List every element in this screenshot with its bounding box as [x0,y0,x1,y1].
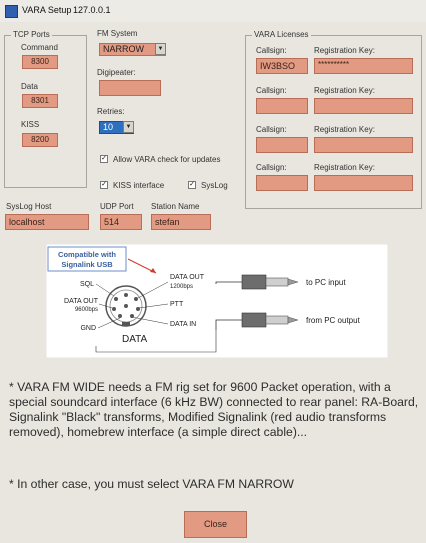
tcp-ports-group: TCP Ports [4,30,87,188]
kiss-interface-checkbox[interactable]: ✓ [100,181,108,189]
ptt-label: PTT [170,301,184,308]
retries-select[interactable]: 10 ▼ [99,121,134,134]
retries-value: 10 [103,122,114,132]
callsign-field-1[interactable]: IW3BSO [256,58,308,74]
to-pc-label: to PC input [306,278,346,287]
audio-plug-1-tip [287,278,299,286]
window-title: VARA Setup [22,5,72,15]
retries-label: Retries: [97,107,125,116]
syslog-host-field[interactable]: localhost [5,214,89,230]
data-port-field[interactable]: 8301 [22,94,58,108]
digipeater-label: Digipeater: [97,68,136,77]
allow-updates-label: Allow VARA check for updates [113,155,221,164]
data-out-right-rate: 1200bps [170,284,193,290]
din-pin [134,297,138,301]
data-caption: DATA [122,334,148,345]
callsign-label-3: Callsign: [256,125,287,134]
udp-port-label: UDP Port [100,202,134,211]
fm-mode-select[interactable]: NARROW ▼ [99,43,166,56]
title-bar [0,0,426,22]
data-out-left-rate: 9600bps [75,307,98,313]
din-pin [118,314,122,318]
allow-updates-checkbox[interactable]: ✓ [100,155,108,163]
regkey-label-1: Registration Key: [314,46,375,55]
compatible-box [47,246,127,272]
gnd-leader [97,317,121,329]
note-vara-fm-narrow: * In other case, you must select VARA FM… [9,477,294,491]
red-arrow-head [150,268,156,273]
regkey-field-1[interactable]: ********** [314,58,413,74]
syslog-host-label: SysLog Host [6,202,52,211]
station-name-field[interactable]: stefan [151,214,211,230]
din-pin [124,304,128,308]
audio-plug-2-tip [287,316,299,324]
licenses-group: VARA Licenses [245,30,422,209]
data-out-right-leader [137,281,169,299]
regkey-label-2: Registration Key: [314,86,375,95]
close-button[interactable]: Close [184,511,247,538]
din-pin [114,297,118,301]
fm-system-label: FM System [97,29,138,38]
callsign-field-3[interactable] [256,137,308,153]
audio-plug-1-sleeve [265,277,289,287]
din-pin [124,293,128,297]
compatible-line1: Compatible with [58,250,116,259]
command-label: Command [21,43,58,52]
audio-plug-1 [241,274,267,290]
audio-plug-2 [241,312,267,328]
syslog-checkbox[interactable]: ✓ [188,181,196,189]
kiss-interface-label: KISS interface [113,181,165,190]
compatible-line2: Signalink USB [61,260,113,269]
wire-to-pc [215,281,242,284]
syslog-label: SysLog [201,181,228,190]
callsign-label-2: Callsign: [256,86,287,95]
data-label: Data [21,82,38,91]
sql-leader [95,283,115,297]
data-bracket [95,330,217,353]
data-out-right-label: DATA OUT [170,274,205,281]
station-name-label: Station Name [151,202,200,211]
ptt-leader [138,303,169,309]
callsign-field-2[interactable] [256,98,308,114]
command-port-field[interactable]: 8300 [22,55,58,69]
fm-mode-value: NARROW [103,44,144,54]
callsign-field-4[interactable] [256,175,308,191]
chevron-down-icon[interactable]: ▼ [155,43,166,55]
din-pin [112,307,116,311]
wire-from-pc [215,319,242,330]
regkey-field-2[interactable] [314,98,413,114]
data-in-leader [131,316,169,325]
sql-label: SQL [80,281,94,288]
kiss-label: KISS [21,120,40,129]
regkey-label-3: Registration Key: [314,125,375,134]
regkey-field-4[interactable] [314,175,413,191]
window-ip: 127.0.0.1 [73,5,111,15]
digipeater-field[interactable] [99,80,161,96]
note-vara-fm-wide: * VARA FM WIDE needs a FM rig set for 96… [9,380,419,439]
kiss-port-field[interactable]: 8200 [22,133,58,147]
from-pc-label: from PC output [306,316,361,325]
regkey-label-4: Registration Key: [314,163,375,172]
din-key [122,322,130,326]
callsign-label-4: Callsign: [256,163,287,172]
chevron-down-icon[interactable]: ▼ [123,121,134,133]
callsign-label-1: Callsign: [256,46,287,55]
app-icon [5,5,18,18]
udp-port-field[interactable]: 514 [100,214,142,230]
data-out-leader [98,303,113,309]
tcp-ports-legend: TCP Ports [11,30,52,39]
data-out-left-label: DATA OUT [64,298,99,305]
data-in-label: DATA IN [170,321,196,328]
regkey-field-3[interactable] [314,137,413,153]
licenses-legend: VARA Licenses [252,30,311,39]
gnd-label: GND [80,325,96,332]
din-pin [136,307,140,311]
audio-plug-2-sleeve [265,315,289,325]
connection-diagram: Compatible with Signalink USB SQL DATA O… [46,244,388,358]
